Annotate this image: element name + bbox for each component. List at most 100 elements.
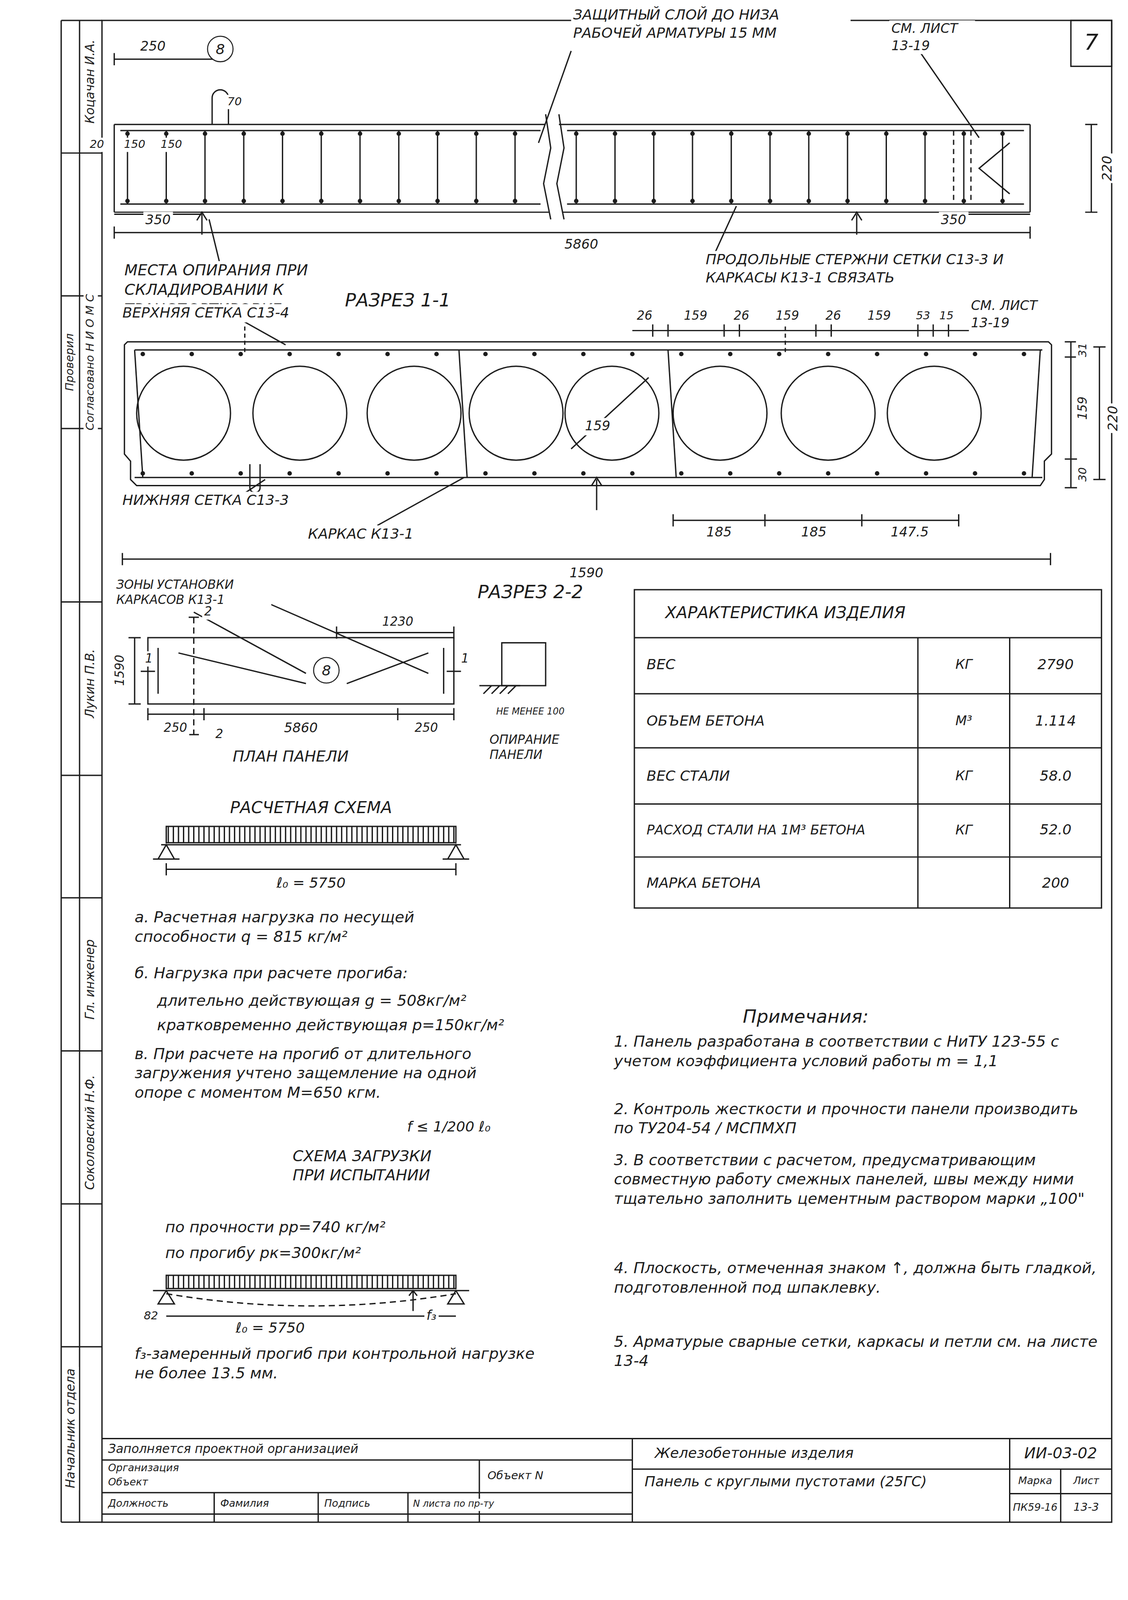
rebar-dot [357, 198, 363, 204]
drawing-label: Объект N [485, 1468, 546, 1483]
drawing-line [254, 1274, 256, 1289]
rebar-dot [728, 470, 733, 476]
drawing-line [182, 1274, 185, 1289]
drawing-line [653, 130, 655, 204]
rebar-dot [883, 198, 889, 204]
drawing-line [238, 1274, 241, 1289]
drawing-line [315, 1274, 317, 1289]
drawing-label: ОБЪЕМ БЕТОНА [644, 712, 767, 731]
drawing-line [417, 1274, 419, 1289]
drawing-line [963, 130, 965, 204]
callout-number: 8 [215, 41, 225, 56]
drawing-line [730, 130, 733, 204]
rebar-dot [163, 198, 169, 204]
drawing-label: Лист [1071, 1474, 1101, 1488]
rebar-dot [728, 198, 734, 204]
drawing-label: Примечания: [740, 1004, 871, 1028]
drawing-label: 2 [201, 604, 214, 620]
drawing-line [325, 1274, 328, 1289]
rebar-dot [396, 131, 401, 136]
drawing-line [1001, 130, 1004, 204]
drawing-line [228, 826, 230, 843]
rebar-dot [202, 198, 208, 204]
drawing-line [336, 826, 338, 843]
drawing-line [376, 826, 379, 843]
drawing-label: Коцачан И.А. [83, 37, 99, 126]
drawing-label: КГ [953, 767, 975, 785]
drawing-label: f₃ [424, 1307, 439, 1325]
rebar-dot [163, 131, 169, 136]
rebar-dot [385, 470, 390, 476]
rebar-dot [874, 470, 880, 476]
drawing-line [427, 1274, 429, 1289]
drawing-label: 1. Панель разработана в соответствии с Н… [611, 1032, 1104, 1072]
drawing-label: 1230 [379, 614, 416, 630]
drawing-line [310, 1274, 312, 1289]
rebar-dot [319, 198, 324, 204]
drawing-line [310, 826, 312, 843]
drawing-line [203, 1274, 205, 1289]
drawing-line [244, 826, 246, 843]
drawing-line [614, 130, 616, 204]
drawing-label: 159 [582, 417, 613, 435]
drawing-line [254, 826, 256, 843]
drawing-label: Фамилия [218, 1497, 272, 1511]
drawing-line [336, 1274, 338, 1289]
drawing-line [769, 130, 771, 204]
rebar-dot [573, 198, 579, 204]
rebar-dot [434, 351, 439, 357]
drawing-label: ЗОНЫ УСТАНОВКИ КАРКАСОВ К13-1 [114, 577, 272, 609]
drawing-line [361, 1274, 363, 1289]
drawing-label: 15 [937, 308, 956, 324]
drawing-line [475, 130, 477, 204]
drawing-line [320, 826, 322, 843]
drawing-label: РАСХОД СТАЛИ НА 1М³ БЕТОНА [644, 821, 868, 839]
drawing-line [381, 826, 384, 843]
drawing-label: М³ [953, 712, 975, 730]
drawing-label: Панель с круглыми пустотами (25ГС) [642, 1472, 953, 1492]
rebar-dot [189, 351, 194, 357]
drawing-label: СХЕМА ЗАГРУЗКИ ПРИ ИСПЫТАНИИ [290, 1146, 469, 1186]
rebar-dot [825, 351, 831, 357]
rebar-dot [767, 198, 773, 204]
rebar-dot [202, 131, 208, 136]
drawing-label: 250 [138, 38, 168, 56]
drawing-line [264, 826, 266, 843]
rebar-dot [629, 351, 635, 357]
rebar-dot [434, 470, 439, 476]
drawing-line [417, 826, 419, 843]
drawing-line [356, 826, 358, 843]
drawing-line [305, 1274, 307, 1289]
drawing-label: Подпись [322, 1497, 373, 1511]
drawing-line [223, 826, 226, 843]
drawing-label: 1590 [112, 652, 128, 688]
drawing-line [412, 826, 414, 843]
drawing-label: 250 [161, 720, 190, 737]
drawing-label: Проверил [63, 331, 78, 393]
drawing-label: по прочности pр=740 кг/м² [163, 1217, 388, 1238]
rebar-dot [140, 351, 146, 357]
drawing-line [514, 130, 516, 204]
rebar-dot [238, 351, 243, 357]
rebar-dot [357, 131, 363, 136]
drawing-label: 200 [1040, 874, 1072, 893]
drawing-label: ВЕС [644, 655, 678, 674]
drawing-line [412, 1274, 414, 1289]
rebar-dot [396, 198, 401, 204]
drawing-label: 220 [1099, 153, 1117, 183]
drawing-line [218, 1274, 220, 1289]
drawing-line [274, 1274, 277, 1289]
drawing-label: а. Расчетная нагрузка по несущей способн… [132, 907, 504, 947]
drawing-line [203, 826, 205, 843]
drawing-line [315, 826, 317, 843]
drawing-line [295, 826, 297, 843]
drawing-line [366, 1274, 369, 1289]
rebar-dot [385, 351, 390, 357]
drawing-line [325, 826, 328, 843]
rebar-dot [238, 470, 243, 476]
drawing-line [371, 826, 373, 843]
rebar-dot [140, 470, 146, 476]
drawing-line [402, 1274, 404, 1289]
drawing-label: 13-3 [1071, 1500, 1102, 1515]
